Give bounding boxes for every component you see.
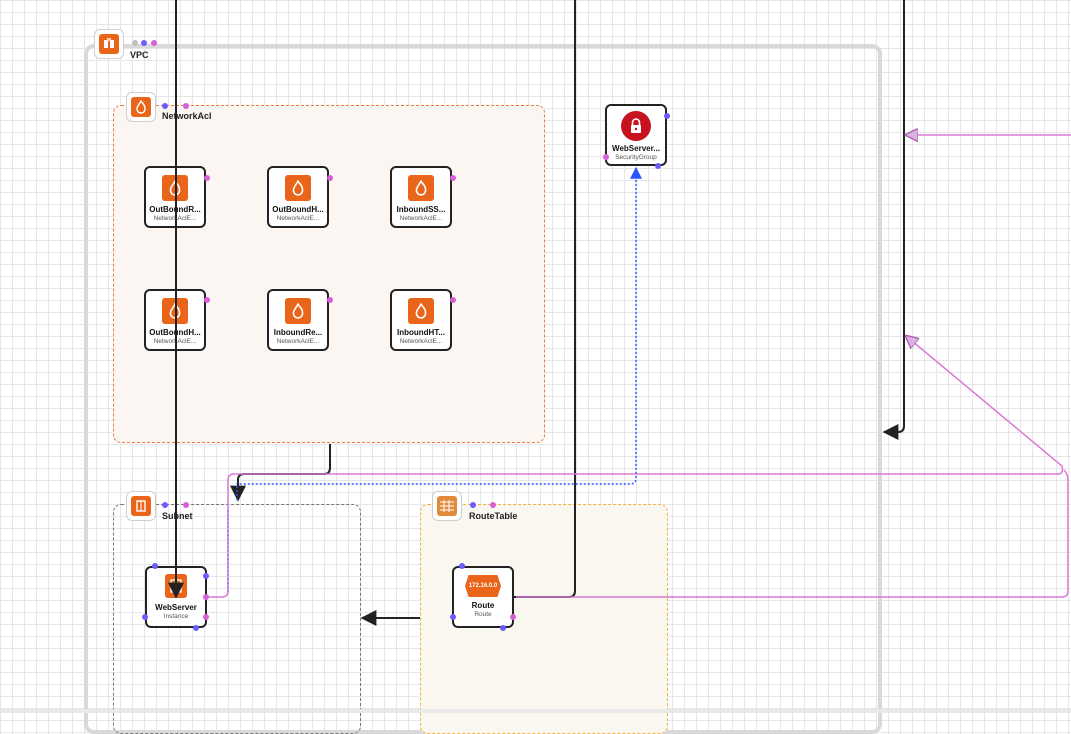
node-type: NetworkAclE... [399,338,443,345]
subnet-port[interactable] [183,502,189,508]
connections-layer [168,0,1071,626]
route-table-container[interactable] [420,504,668,734]
node-port[interactable] [655,163,661,169]
node-port[interactable] [459,563,465,569]
node-type: SecurityGroup [615,154,657,161]
node-port[interactable] [603,154,609,160]
node-port[interactable] [204,297,210,303]
network-acl-entry-node[interactable]: OutBoundH... NetworkAclE... [267,166,329,228]
edge-line [236,166,642,500]
node-port[interactable] [142,614,148,620]
node-type: NetworkAclE... [276,338,320,345]
firewall-icon [126,92,156,122]
firewall-icon [408,298,434,324]
firewall-icon [285,175,311,201]
edge-line [882,0,905,440]
canvas-scroll-edge [0,709,1071,713]
network-acl-port[interactable] [183,103,189,109]
node-port[interactable] [204,175,210,181]
node-title: OutBoundH... [272,205,324,214]
node-title: WebServer... [612,144,660,153]
vpc-port[interactable] [151,40,157,46]
vpc-icon [94,29,124,59]
edge-line [230,444,331,502]
route-node[interactable]: 172.16.0.0 Route Route [452,566,514,628]
security-group-node[interactable]: WebServer... SecurityGroup [605,104,667,166]
node-title: OutBoundR... [149,205,201,214]
network-acl-entry-node[interactable]: InboundRe... NetworkAclE... [267,289,329,351]
node-port[interactable] [664,113,670,119]
node-port[interactable] [203,573,209,579]
firewall-icon [285,298,311,324]
network-acl-entry-node[interactable]: InboundSS... NetworkAclE... [390,166,452,228]
route-table-port[interactable] [490,502,496,508]
node-port[interactable] [327,297,333,303]
edge-line [208,336,1064,598]
node-port[interactable] [450,297,456,303]
node-port[interactable] [203,614,209,620]
node-port[interactable] [193,625,199,631]
vpc-port[interactable] [132,40,138,46]
node-title: WebServer [155,603,197,612]
lock-icon [621,111,651,141]
route-icon: 172.16.0.0 [465,575,501,597]
node-title: InboundRe... [273,328,323,337]
subnet-label: Subnet [162,511,193,521]
node-port[interactable] [152,563,158,569]
subnet-port[interactable] [162,502,168,508]
node-type: NetworkAclE... [276,215,320,222]
route-table-port[interactable] [470,502,476,508]
node-port[interactable] [450,175,456,181]
node-port[interactable] [327,175,333,181]
subnet-icon [126,491,156,521]
node-title: Route [471,601,495,610]
firewall-icon [408,175,434,201]
node-title: OutBoundH... [149,328,201,337]
node-port[interactable] [450,614,456,620]
node-type: Route [474,611,492,618]
node-title: InboundSS... [396,205,446,214]
network-acl-label: NetworkAcl [162,111,212,121]
network-acl-container[interactable] [113,105,545,443]
route-table-icon [432,491,462,521]
edge-line [516,469,1069,598]
node-type: Instance [163,613,189,620]
node-port[interactable] [500,625,506,631]
edge-line [514,0,576,598]
network-acl-port[interactable] [162,103,168,109]
node-title: InboundHT... [397,328,445,337]
vpc-port[interactable] [141,40,147,46]
route-table-label: RouteTable [469,511,518,521]
network-acl-entry-node[interactable]: InboundHT... NetworkAclE... [390,289,452,351]
vpc-label: VPC [130,50,149,60]
node-type: NetworkAclE... [399,215,443,222]
node-port[interactable] [510,614,516,620]
route-badge: 172.16.0.0 [468,583,498,589]
node-port[interactable] [203,594,209,600]
